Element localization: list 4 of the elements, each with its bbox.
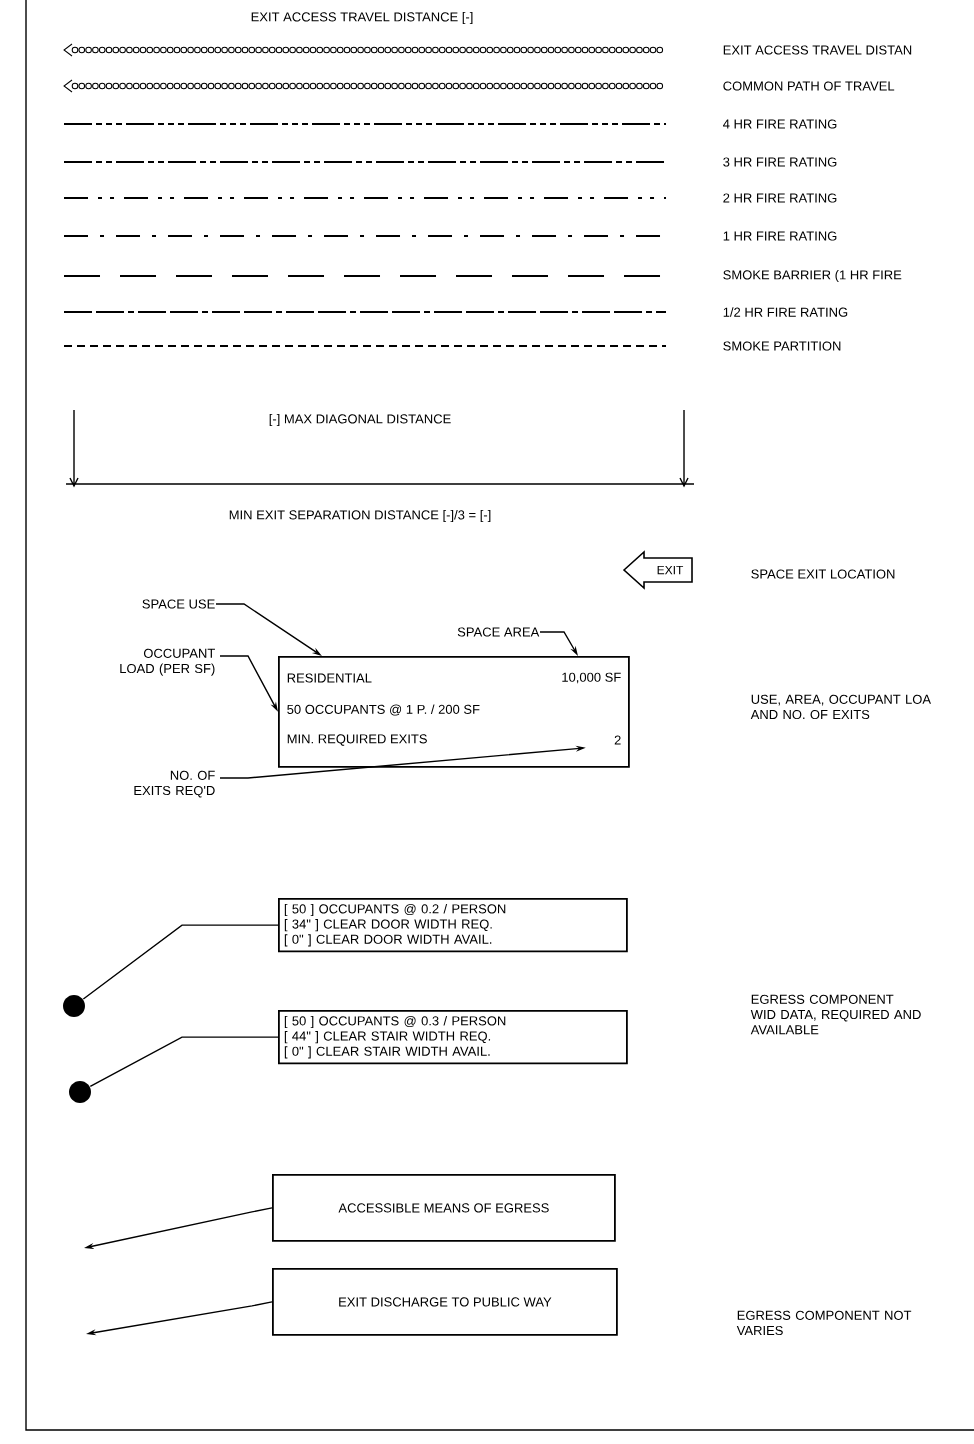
dot xyxy=(63,995,85,1017)
leader-line xyxy=(89,1036,279,1088)
dot xyxy=(69,1081,91,1103)
leader-line xyxy=(82,924,279,1000)
